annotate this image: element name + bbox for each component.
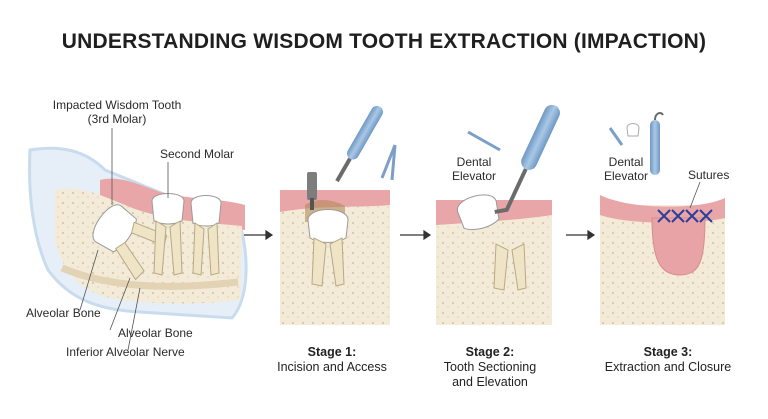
stage-1-description: Incision and Access	[277, 360, 387, 374]
forceps-icon	[380, 144, 397, 181]
stage3-tool-line-1: Dental	[608, 155, 644, 169]
elevator-icon-stage3	[608, 127, 624, 146]
impacted-line-2: (3rd Molar)	[87, 112, 147, 126]
stage-3-description: Extraction and Closure	[604, 360, 732, 374]
stage-2-caption: Stage 2: Tooth Sectioning and Elevation	[420, 345, 560, 390]
label-impacted-wisdom-tooth: Impacted Wisdom Tooth (3rd Molar)	[52, 98, 182, 126]
arrow-1	[244, 229, 274, 241]
second-molar	[151, 193, 185, 276]
stage3-tool-line-2: Elevator	[603, 169, 649, 183]
stage2-tool-line-1: Dental	[456, 155, 492, 169]
small-elevator-icon	[467, 130, 501, 152]
label-stage3-dental-elevator: Dental Elevator	[598, 155, 654, 183]
extracted-tooth-fragment-icon	[626, 123, 640, 137]
stage-1-heading: Stage 1:	[307, 345, 357, 359]
stage-3-heading: Stage 3:	[643, 345, 693, 359]
stage-2-description-line-2: and Elevation	[452, 375, 528, 389]
elevator-instrument-icon-stage3	[650, 111, 664, 175]
elevator-instrument-icon	[494, 104, 560, 214]
impacted-line-1: Impacted Wisdom Tooth	[52, 98, 182, 112]
arrow-3	[566, 229, 596, 241]
stage-1-caption: Stage 1: Incision and Access	[262, 345, 402, 375]
arrow-2	[400, 229, 432, 241]
extraction-socket	[651, 217, 706, 276]
page-title: UNDERSTANDING WISDOM TOOTH EXTRACTION (I…	[61, 30, 707, 53]
impacted-wisdom-tooth	[92, 204, 168, 281]
stage-2-heading: Stage 2:	[465, 345, 515, 359]
stage-3-caption: Stage 3: Extraction and Closure	[588, 345, 748, 375]
inferior-alveolar-nerve-canal	[60, 264, 239, 290]
label-alveolar-bone-left: Alveolar Bone	[26, 306, 101, 320]
label-inferior-alveolar-nerve: Inferior Alveolar Nerve	[66, 345, 185, 359]
dental-instrument-icon	[335, 105, 383, 183]
label-alveolar-bone-lower: Alveolar Bone	[118, 326, 193, 340]
stage2-tool-line-2: Elevator	[451, 169, 497, 183]
dental-drill-handpiece-icon	[307, 172, 317, 210]
stage-3-illustration	[600, 111, 725, 325]
label-sutures: Sutures	[688, 168, 730, 182]
anatomy-leader-lines	[79, 128, 169, 351]
first-molar	[190, 195, 222, 276]
label-second-molar: Second Molar	[160, 147, 235, 161]
sutures-icon	[657, 209, 713, 223]
label-stage2-dental-elevator: Dental Elevator	[446, 155, 502, 183]
stage-1-illustration	[280, 105, 397, 325]
jaw-anatomy-illustration	[28, 128, 248, 351]
stage-2-illustration	[436, 104, 560, 325]
process-arrows	[244, 229, 596, 241]
stage-2-description-line-1: Tooth Sectioning	[443, 360, 537, 374]
